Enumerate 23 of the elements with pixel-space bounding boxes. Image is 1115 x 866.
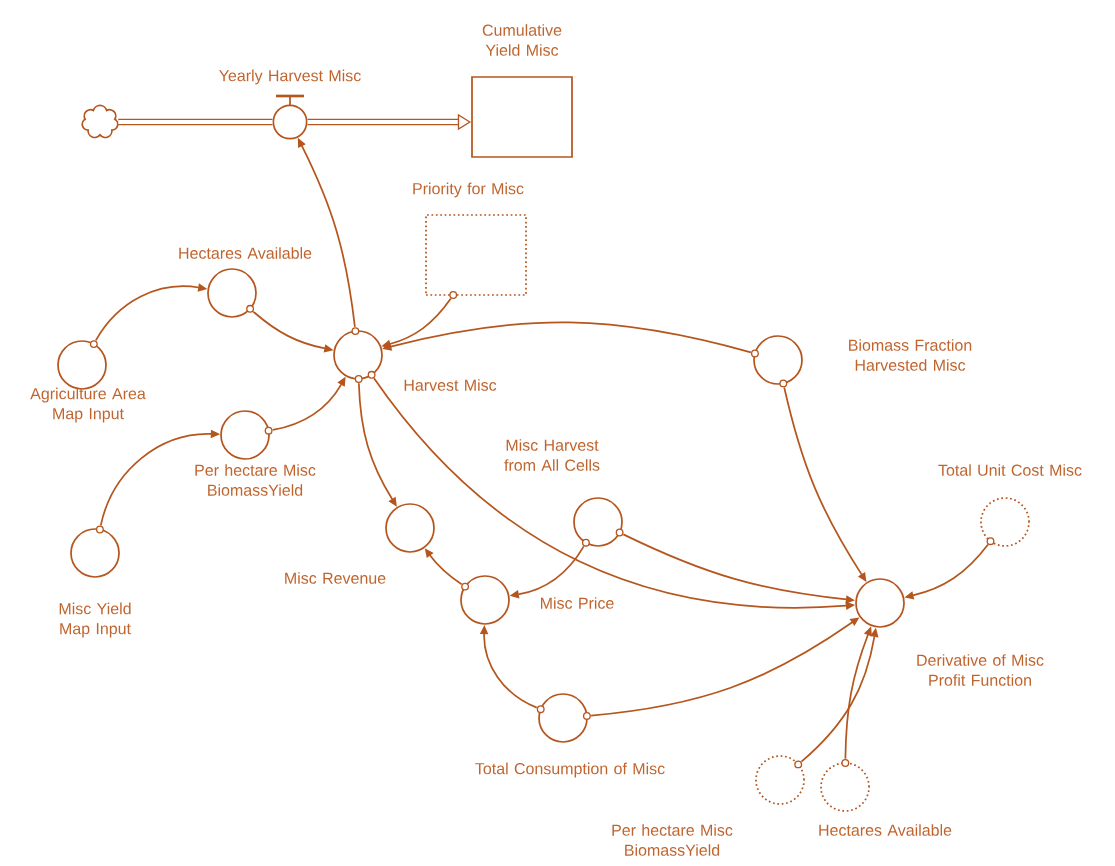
node-label: Harvest Misc bbox=[404, 379, 497, 391]
node-label: Total Consumption of Misc bbox=[475, 762, 665, 778]
flow-valve: Yearly Harvest Misc bbox=[219, 69, 361, 140]
node-label: Misc Revenue bbox=[285, 572, 386, 584]
stock-box: Cumulative Yield Misc bbox=[471, 24, 573, 158]
node-label: Misc Harvest from All Cells bbox=[504, 439, 600, 471]
node-label: Yearly Harvest Misc bbox=[219, 69, 361, 85]
node-label: Misc Price bbox=[540, 597, 614, 609]
cloud-source bbox=[81, 104, 119, 139]
node-label: Agriculture Area Map Input bbox=[30, 387, 146, 423]
node-label: Per hectare Misc BiomassYield bbox=[195, 464, 316, 496]
node-label: Cumulative Yield Misc bbox=[482, 24, 562, 56]
connector-arrow bbox=[783, 386, 867, 582]
node-label: Biomass Fraction Harvested Misc bbox=[849, 339, 972, 371]
flow-pipe bbox=[118, 118, 273, 126]
node-label: Hectares Available bbox=[179, 247, 312, 259]
node-label: Misc Yield Map Input bbox=[59, 602, 131, 638]
node-label: Derivative of Misc Profit Function bbox=[917, 654, 1044, 686]
ghost-stock-box: Priority for Misc bbox=[413, 182, 527, 299]
node-label: Total Unit Cost Misc bbox=[938, 464, 1082, 476]
node-label: Priority for Misc bbox=[413, 182, 524, 198]
node-label: Per hectare Misc BiomassYield bbox=[612, 824, 733, 856]
node-label: Hectares Available bbox=[819, 824, 952, 836]
